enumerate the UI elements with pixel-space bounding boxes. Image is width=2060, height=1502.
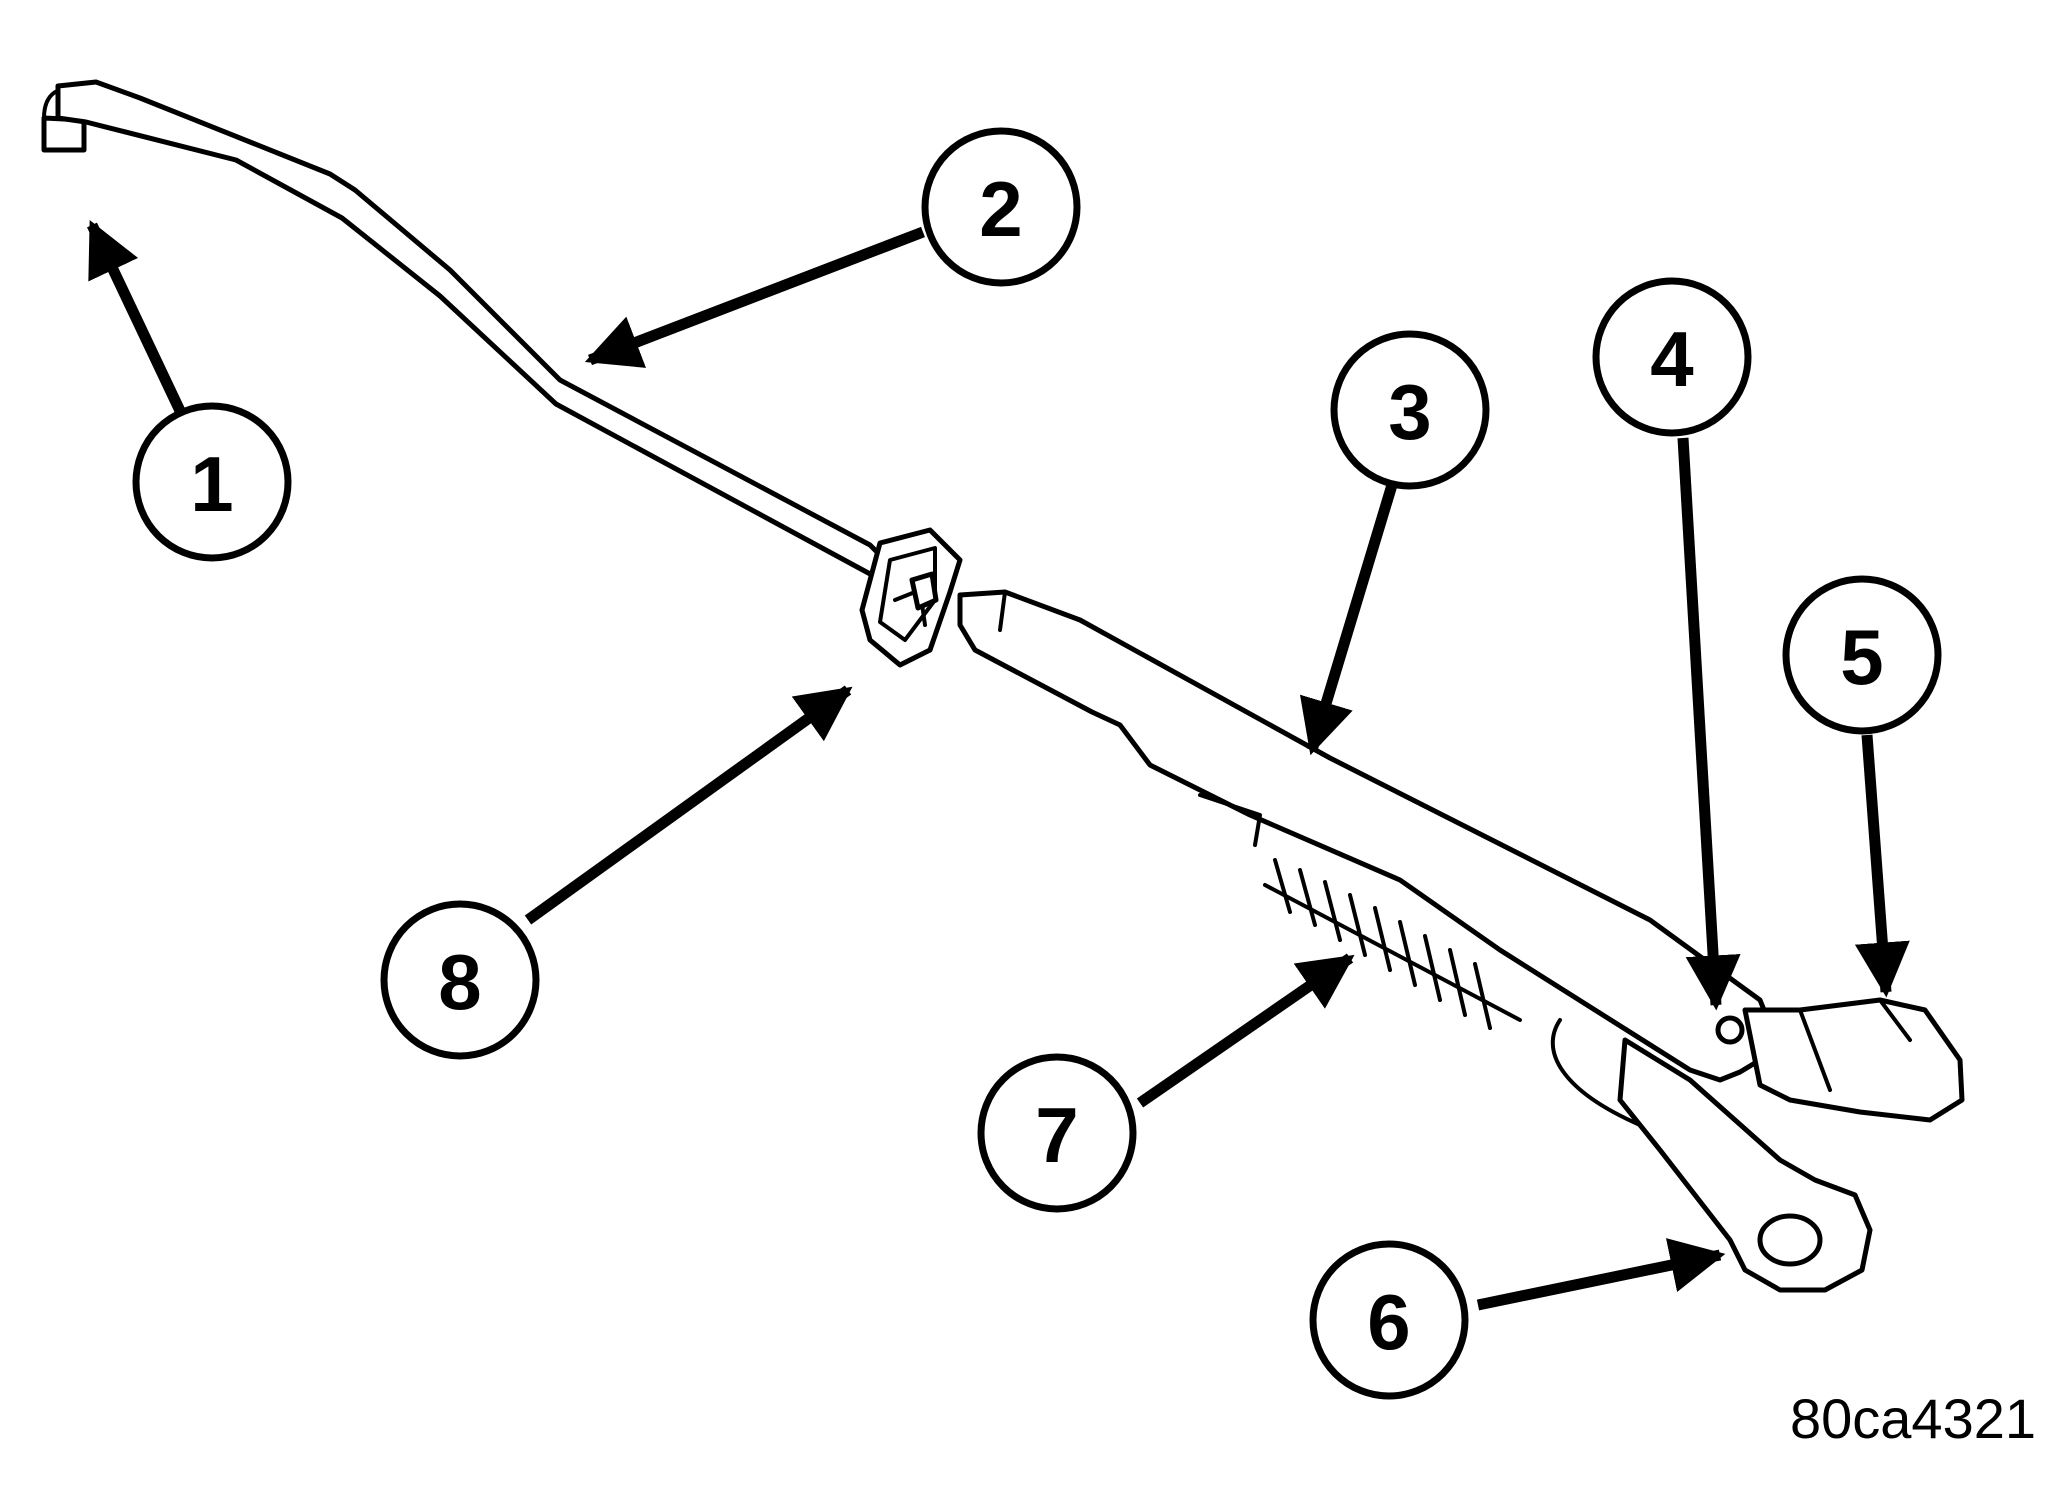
callout-2: 2	[921, 127, 1081, 287]
leader-1	[87, 220, 187, 418]
callout-7-label: 7	[1035, 1091, 1078, 1179]
pivot-pin	[1715, 1015, 1745, 1045]
callout-5-label: 5	[1840, 613, 1883, 701]
leader-7	[1136, 953, 1355, 1108]
spring	[1263, 858, 1522, 1030]
leader-6	[1476, 1238, 1726, 1311]
callout-1: 1	[132, 402, 292, 562]
clip	[859, 527, 963, 668]
figure-code: 80ca4321	[1790, 1387, 2036, 1450]
callout-4: 4	[1592, 277, 1752, 437]
callout-8-label: 8	[438, 938, 481, 1026]
leader-8	[524, 685, 853, 925]
pivot-end	[1715, 997, 1965, 1123]
callout-6-label: 6	[1367, 1278, 1410, 1366]
leader-2	[584, 226, 925, 368]
callout-3: 3	[1330, 330, 1490, 490]
callout-7: 7	[977, 1053, 1137, 1213]
callout-1-label: 1	[190, 440, 233, 528]
callout-4-label: 4	[1650, 315, 1693, 403]
leader-5	[1854, 734, 1910, 998]
leader-lines	[87, 220, 1910, 1311]
mounting-link	[1550, 1018, 1873, 1293]
callout-3-label: 3	[1388, 368, 1431, 456]
arm-body	[957, 589, 1775, 1083]
wiper-arm-illustration	[41, 79, 1965, 1293]
mounting-hole	[1757, 1213, 1823, 1267]
callout-6: 6	[1309, 1240, 1469, 1400]
callout-8: 8	[380, 900, 540, 1060]
callout-2-label: 2	[979, 165, 1022, 253]
callout-5: 5	[1782, 575, 1942, 735]
leader-4	[1677, 437, 1741, 1011]
leader-3	[1299, 483, 1398, 756]
